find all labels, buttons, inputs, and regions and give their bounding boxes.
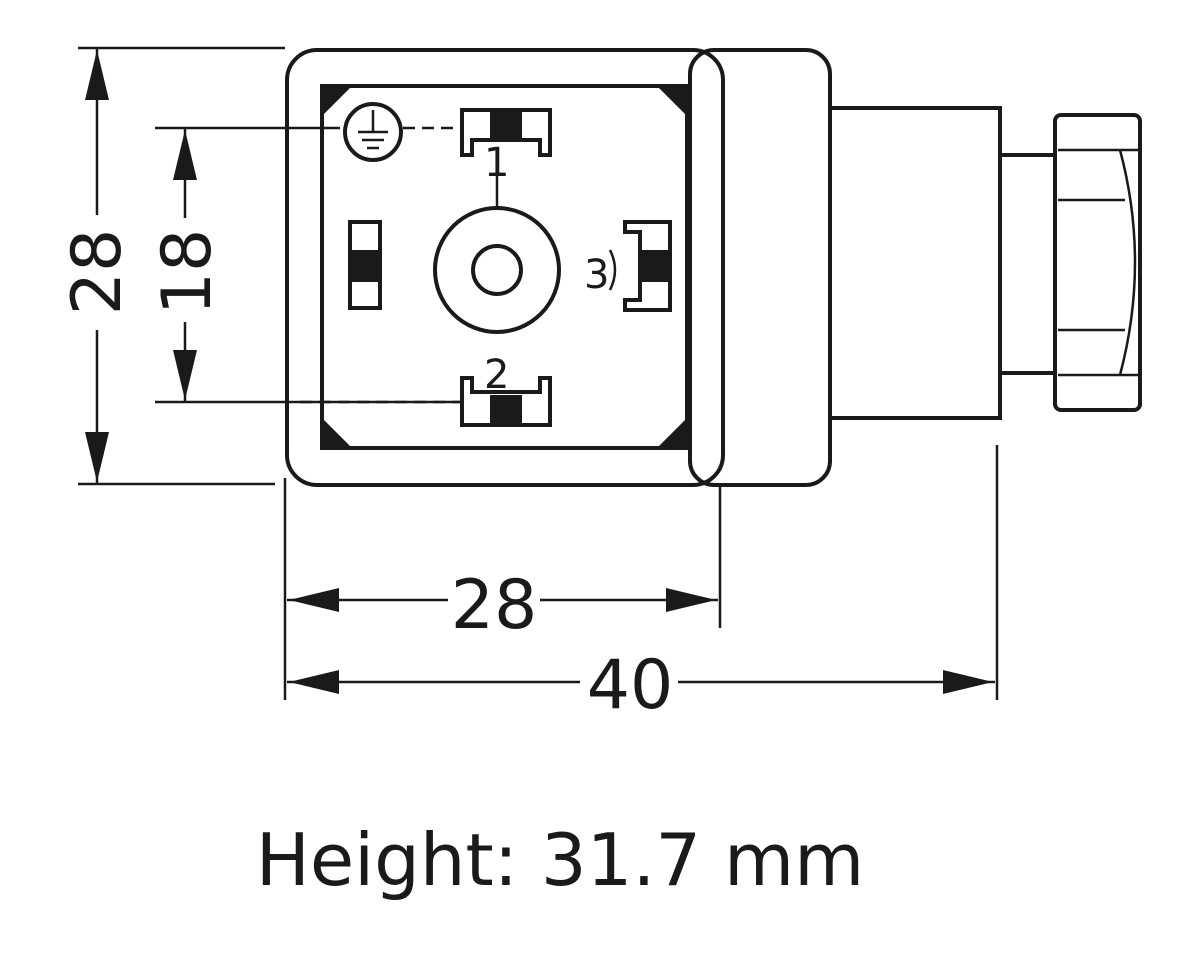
total-length-value: 40 (587, 646, 674, 725)
ground-icon (343, 102, 403, 162)
pin-3-label: 3 (584, 252, 609, 298)
pin-3-contact (608, 220, 672, 312)
height-caption: Height: 31.7 mm (256, 818, 865, 902)
pin-spacing-value: 18 (148, 229, 227, 316)
overall-height-value: 28 (58, 229, 137, 316)
center-hub (433, 160, 561, 334)
connector-housing (285, 48, 832, 487)
pin-spacing-dimension (155, 126, 460, 404)
total-length-dimension (287, 445, 999, 700)
body-width-value: 28 (451, 566, 538, 645)
overall-height-dimension (78, 46, 285, 486)
pin-2-contact (460, 376, 552, 427)
body-width-dimension (283, 478, 722, 700)
cable-gland (828, 106, 1142, 420)
pin-1-label: 1 (484, 140, 509, 186)
pin-2-label: 2 (484, 352, 509, 398)
ground-pin (460, 108, 552, 157)
left-pin (348, 220, 382, 310)
